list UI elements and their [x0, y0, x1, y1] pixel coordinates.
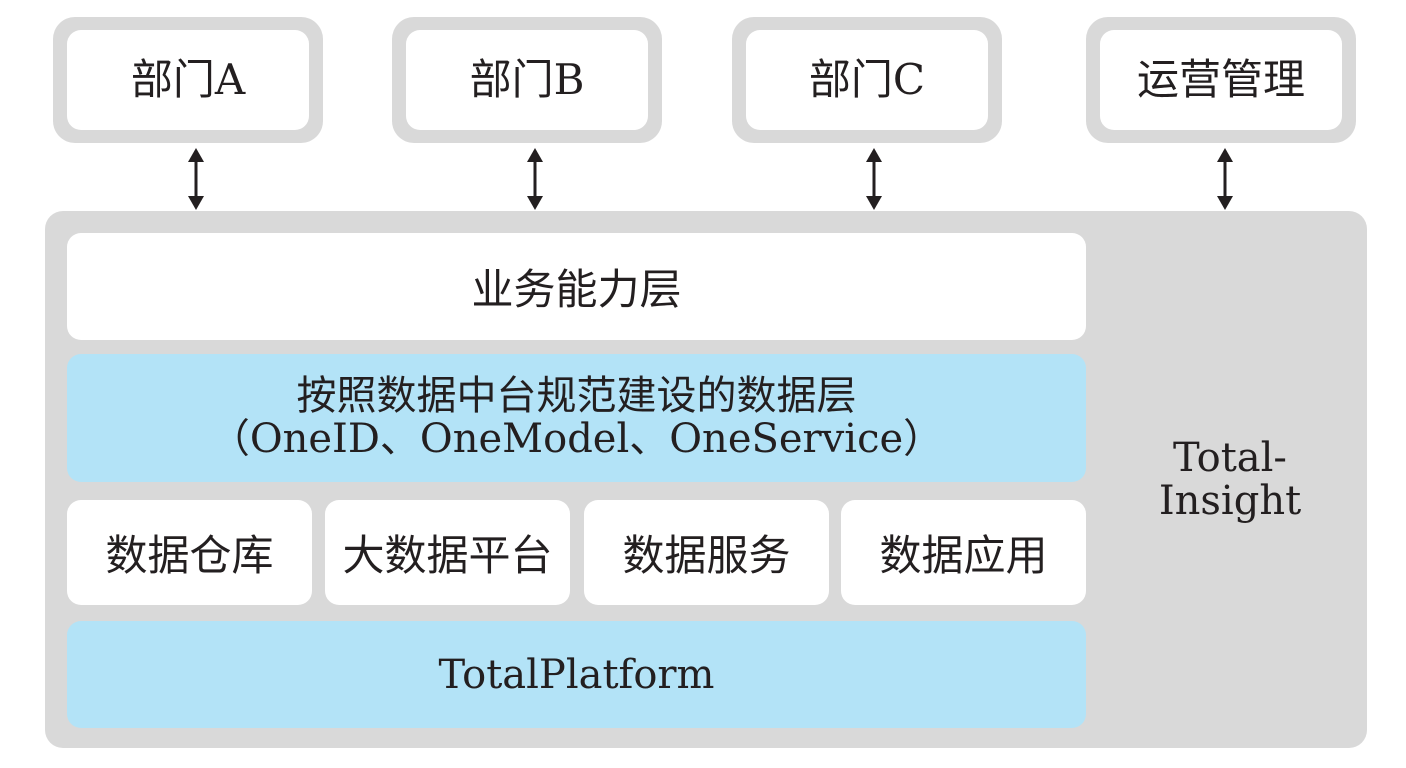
- dept-a-box: 部门A: [53, 17, 323, 143]
- platform-layer-label: TotalPlatform: [438, 651, 715, 698]
- module-data-service: 数据服务: [584, 500, 829, 605]
- platform-layer: TotalPlatform: [67, 621, 1086, 728]
- total-insight-label: Total- Insight: [1116, 435, 1344, 525]
- double-arrow-icon: [527, 148, 543, 210]
- operations-label: 运营管理: [1100, 30, 1342, 130]
- module-data-warehouse-label: 数据仓库: [105, 531, 274, 580]
- arrow-operations: [1210, 146, 1240, 212]
- module-big-data-platform-label: 大数据平台: [342, 531, 553, 580]
- business-layer-label: 业务能力层: [471, 265, 682, 314]
- business-layer: 业务能力层: [67, 233, 1086, 340]
- dept-a-label: 部门A: [67, 30, 309, 130]
- module-data-warehouse: 数据仓库: [67, 500, 312, 605]
- double-arrow-icon: [1217, 148, 1233, 210]
- dept-c-box: 部门C: [732, 17, 1002, 143]
- module-data-application-label: 数据应用: [879, 531, 1048, 580]
- module-data-application: 数据应用: [841, 500, 1086, 605]
- arrow-dept-a: [181, 146, 211, 212]
- operations-box: 运营管理: [1086, 17, 1356, 143]
- dept-b-box: 部门B: [392, 17, 662, 143]
- module-big-data-platform: 大数据平台: [325, 500, 570, 605]
- arrow-dept-b: [520, 146, 550, 212]
- total-insight-line1: Total-: [1173, 435, 1287, 481]
- module-data-service-label: 数据服务: [622, 531, 791, 580]
- data-layer-title: 按照数据中台规范建设的数据层: [296, 372, 857, 419]
- double-arrow-icon: [866, 148, 882, 210]
- total-insight-line2: Insight: [1158, 478, 1302, 525]
- data-layer-subtitle: （OneID、OneModel、OneService）: [209, 416, 944, 462]
- data-layer: 按照数据中台规范建设的数据层 （OneID、OneModel、OneServic…: [67, 354, 1086, 482]
- dept-b-label: 部门B: [406, 30, 648, 130]
- arrow-dept-c: [859, 146, 889, 212]
- double-arrow-icon: [188, 148, 204, 210]
- dept-c-label: 部门C: [746, 30, 988, 130]
